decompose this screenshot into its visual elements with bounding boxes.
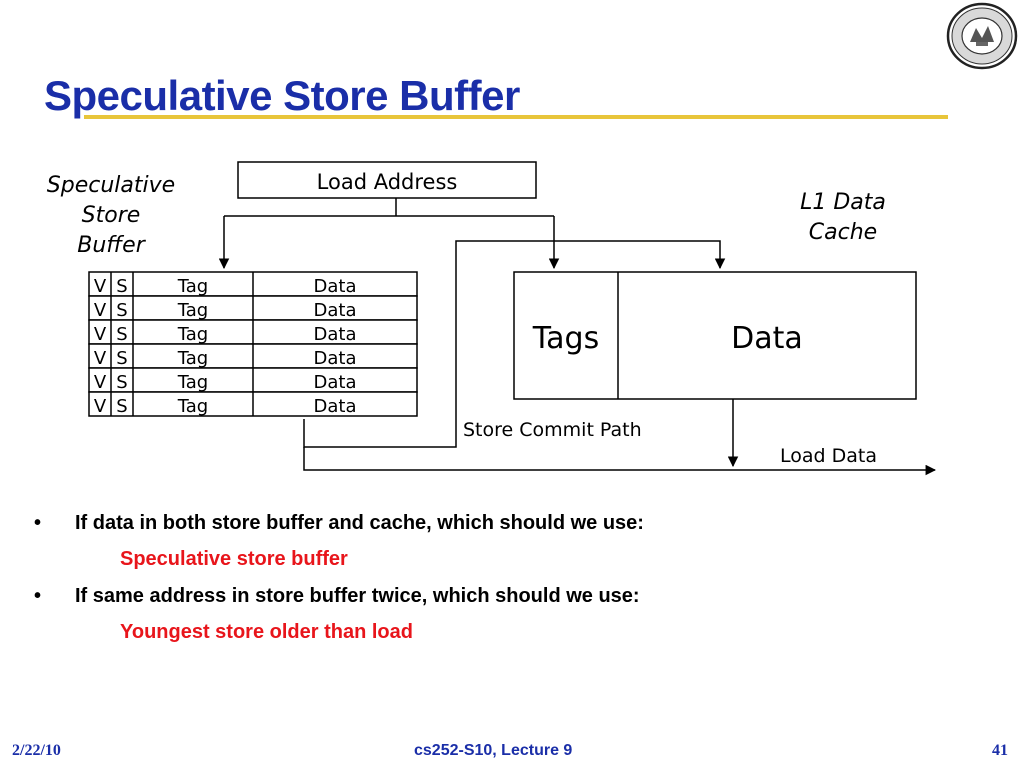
store-buffer-table: V S Tag Data V S Tag Data V S Tag Data	[88, 271, 418, 417]
speculative-bit: S	[116, 396, 127, 417]
l1-caption-line-2: Cache	[809, 220, 877, 245]
tag-cell: Tag	[177, 348, 208, 369]
valid-bit: V	[94, 324, 107, 345]
bullet-question: If same address in store buffer twice, w…	[75, 585, 640, 607]
speculative-bit: S	[116, 276, 127, 297]
data-cell: Data	[314, 300, 357, 321]
data-cell: Data	[314, 324, 357, 345]
buffer-row: V S Tag Data	[88, 271, 418, 297]
ssb-caption-line-1: Speculative	[47, 173, 175, 198]
data-cell: Data	[314, 396, 357, 417]
footer-page-number: 41	[992, 742, 1008, 759]
speculative-bit: S	[116, 324, 127, 345]
buffer-row: V S Tag Data	[88, 319, 418, 345]
tag-cell: Tag	[177, 300, 208, 321]
store-commit-path	[303, 240, 726, 448]
load-data-path	[303, 447, 937, 476]
bullet-answer: Youngest store older than load	[120, 621, 413, 643]
tag-cell: Tag	[177, 324, 208, 345]
speculative-bit: S	[116, 372, 127, 393]
ssb-caption-line-3: Buffer	[77, 233, 146, 258]
tag-cell: Tag	[177, 276, 208, 297]
cache-tags-label: Tags	[532, 321, 599, 356]
store-commit-label: Store Commit Path	[463, 419, 642, 441]
valid-bit: V	[94, 348, 107, 369]
ssb-caption-line-2: Store	[82, 203, 141, 228]
slide-title: Speculative Store Buffer	[44, 72, 520, 119]
bullet-marker: •	[34, 512, 42, 534]
speculative-bit: S	[116, 300, 127, 321]
cache-data-label: Data	[731, 321, 803, 356]
l1-data-cache: Tags Data	[513, 271, 917, 400]
buffer-row: V S Tag Data	[88, 343, 418, 369]
valid-bit: V	[94, 276, 107, 297]
data-cell: Data	[314, 372, 357, 393]
title-underline	[84, 115, 948, 119]
buffer-row: V S Tag Data	[88, 391, 418, 417]
load-address-box	[237, 161, 537, 199]
footer-course: cs252-S10, Lecture 9	[414, 742, 573, 759]
tag-cell: Tag	[177, 396, 208, 417]
bullet-answer: Speculative store buffer	[120, 548, 348, 570]
load-address-label: Load Address	[317, 170, 458, 194]
buffer-row: V S Tag Data	[88, 367, 418, 393]
university-seal-icon	[946, 2, 1018, 70]
valid-bit: V	[94, 300, 107, 321]
load-data-label: Load Data	[780, 445, 877, 467]
tag-cell: Tag	[177, 372, 208, 393]
l1-caption-line-1: L1 Data	[800, 190, 886, 215]
footer-date: 2/22/10	[12, 742, 61, 759]
valid-bit: V	[94, 396, 107, 417]
speculative-bit: S	[116, 348, 127, 369]
valid-bit: V	[94, 372, 107, 393]
data-cell: Data	[314, 276, 357, 297]
bullet-marker: •	[34, 585, 42, 607]
load-address-connectors	[218, 198, 560, 270]
bullet-question: If data in both store buffer and cache, …	[75, 512, 644, 534]
buffer-row: V S Tag Data	[88, 295, 418, 321]
data-cell: Data	[314, 348, 357, 369]
